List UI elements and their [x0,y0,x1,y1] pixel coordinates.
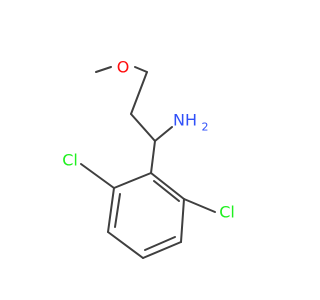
background [0,0,300,300]
molecule-structure-diagram: O NH 2 Cl Cl [0,0,300,300]
ring-bond-c6-c1 [113,172,152,189]
bond-ch-ring [150,140,156,174]
ring-bond-c5-c6 [107,187,115,233]
nitrogen-h-count-subscript: 2 [202,121,209,134]
bond-ch-nitrogen [154,126,173,142]
bond-methyl-oxygen [95,66,112,73]
bond-ch2-segment [130,71,148,115]
ring-bond-c2-c3 [180,198,185,243]
bond-ch2-ch [130,113,156,142]
ring-bond-c1-c2 [150,172,185,200]
chlorine-bottom-label: Cl [219,203,235,222]
amine-group-label: NH 2 [173,111,209,134]
chlorine-top-label: Cl [62,151,78,170]
ring-bond-c3-c4 [142,241,182,259]
bond-layer [80,66,216,259]
atom-label-layer: O NH 2 Cl Cl [62,58,235,222]
oxygen-atom-label: O [117,58,130,77]
nitrogen-atom-label: NH [173,111,197,130]
ring-double-bond-inner-1 [153,180,180,202]
bond-oxygen-ch2 [134,66,148,73]
bond-ring-chlorine-bottom [183,198,216,213]
ring-double-bond-inner-2 [144,236,176,251]
ring-bond-c4-c5 [107,231,144,259]
ring-double-bond-inner-3 [114,193,121,228]
bond-ring-chlorine-top [80,163,115,189]
